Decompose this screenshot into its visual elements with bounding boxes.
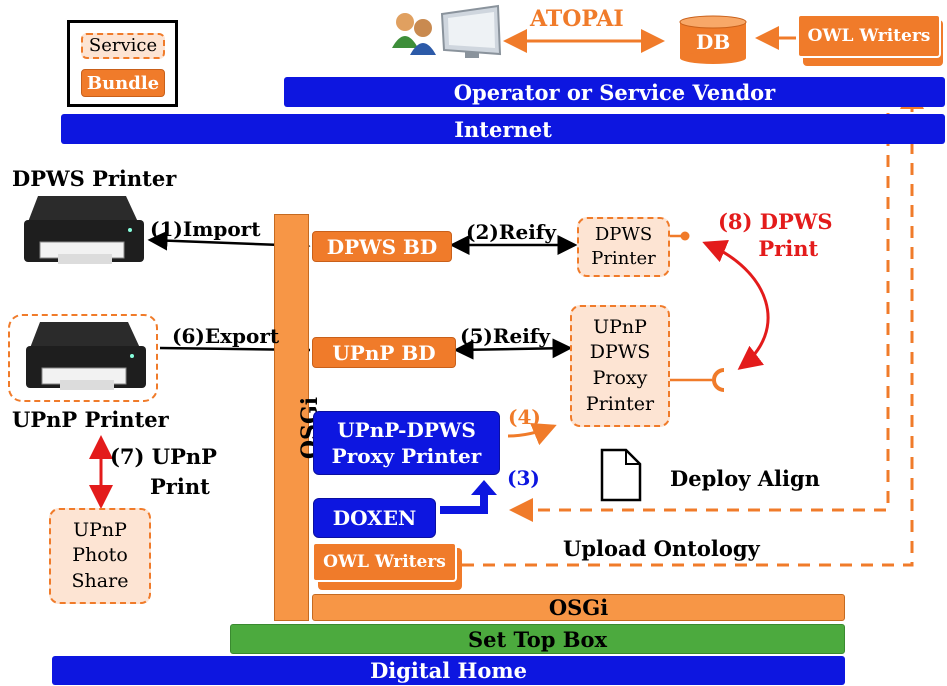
digital-home-bar: Digital Home bbox=[52, 656, 845, 685]
upnp-bd-bundle: UPnP BD bbox=[312, 337, 456, 368]
db-cylinder bbox=[679, 15, 747, 64]
monitor-icon bbox=[440, 4, 502, 58]
deploy-arrow bbox=[507, 422, 557, 446]
legend-box: Service Bundle bbox=[67, 20, 178, 107]
reify-upnp-arrow bbox=[453, 338, 573, 360]
osgi-vertical-bar: OSGi bbox=[274, 214, 323, 621]
proxy-printer-bundle: UPnP-DPWS Proxy Printer bbox=[313, 411, 500, 475]
align-arrow bbox=[440, 480, 497, 514]
document-icon bbox=[600, 448, 642, 502]
upnp-printer-label: UPnP Printer bbox=[12, 407, 169, 432]
proxy-service-line4: Printer bbox=[585, 392, 655, 415]
proxy-service-line3: Proxy bbox=[592, 367, 648, 389]
atopai-label: ATOPAI bbox=[530, 6, 624, 32]
operator-bar: Operator or Service Vendor bbox=[284, 77, 945, 107]
photo-service-line2: Photo bbox=[72, 544, 128, 567]
upload-ontology-label: Upload Ontology bbox=[563, 536, 760, 561]
dpws-service-line2: Printer bbox=[591, 248, 656, 269]
owl-writers-top: OWL Writers bbox=[797, 14, 941, 58]
step-2-label: (2)Reify bbox=[466, 220, 557, 244]
deploy-align-label: Deploy Align bbox=[670, 466, 820, 491]
step-3-label: (3) bbox=[507, 466, 540, 490]
db-label: DB bbox=[696, 30, 731, 54]
legend-service: Service bbox=[81, 33, 165, 59]
users-icon bbox=[392, 13, 436, 55]
doxen-bundle: DOXEN bbox=[313, 498, 436, 538]
dpws-printer-icon bbox=[24, 196, 144, 264]
internet-bar: Internet bbox=[61, 114, 945, 144]
step-6-label: (6)Export bbox=[172, 324, 280, 348]
osgi-bar: OSGi bbox=[312, 594, 845, 621]
step-8-line1: (8) DPWS bbox=[718, 209, 833, 234]
photo-service-line3: Share bbox=[71, 569, 129, 592]
dpws-bd-bundle: DPWS BD bbox=[312, 231, 452, 262]
step-5-label: (5)Reify bbox=[460, 324, 551, 348]
upnp-printer-icon bbox=[26, 322, 146, 390]
legend-bundle: Bundle bbox=[81, 69, 165, 97]
proxy-service-line2: DPWS bbox=[589, 341, 651, 364]
dpws-service-line1: DPWS bbox=[594, 223, 653, 245]
dpws-print-arrow bbox=[702, 239, 770, 370]
dpws-printer-service: DPWS Printer bbox=[577, 217, 670, 277]
proxy-printer-service: UPnP DPWS Proxy Printer bbox=[570, 305, 670, 427]
owl-writers-bundle: OWL Writers bbox=[312, 542, 457, 582]
step-7-line2: Print bbox=[150, 474, 210, 500]
photo-share-service: UPnP Photo Share bbox=[49, 508, 151, 604]
step-7-label: (7) UPnP Print bbox=[110, 442, 217, 503]
proxy-bundle-line1: UPnP-DPWS bbox=[337, 418, 476, 442]
step-8-label: (8) DPWS Print bbox=[718, 208, 833, 263]
step-7-line1: (7) UPnP bbox=[110, 444, 217, 469]
upload-route bbox=[462, 85, 924, 567]
upnp-printer-frame bbox=[8, 314, 158, 402]
proxy-service-line1: UPnP bbox=[593, 315, 647, 338]
dpws-printer-label: DPWS Printer bbox=[12, 166, 177, 191]
download-route bbox=[509, 92, 890, 522]
photo-service-line1: UPnP bbox=[73, 518, 127, 541]
set-top-box-bar: Set Top Box bbox=[230, 624, 845, 654]
proxy-bundle-line2: Proxy Printer bbox=[331, 444, 482, 468]
step-4-label: (4) bbox=[508, 405, 541, 429]
step-1-label: (1)Import bbox=[150, 217, 261, 241]
step-8-line2: Print bbox=[758, 236, 819, 262]
